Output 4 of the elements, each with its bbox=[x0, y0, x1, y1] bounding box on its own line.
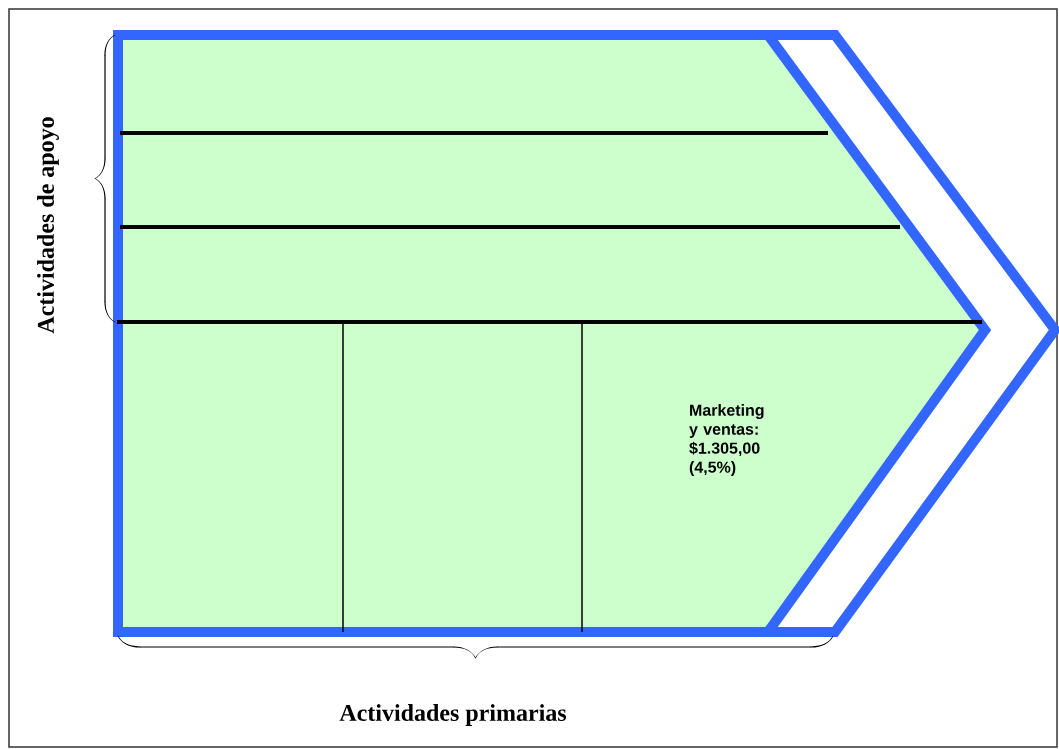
axis-label: Actividades de apoyo bbox=[37, 117, 59, 334]
axis-label: Actividades primarias bbox=[339, 704, 567, 726]
value-chain-arrow bbox=[113, 30, 1059, 637]
cell-label: Marketing y ventas: $1.305,00 (4,5%) bbox=[689, 404, 764, 476]
